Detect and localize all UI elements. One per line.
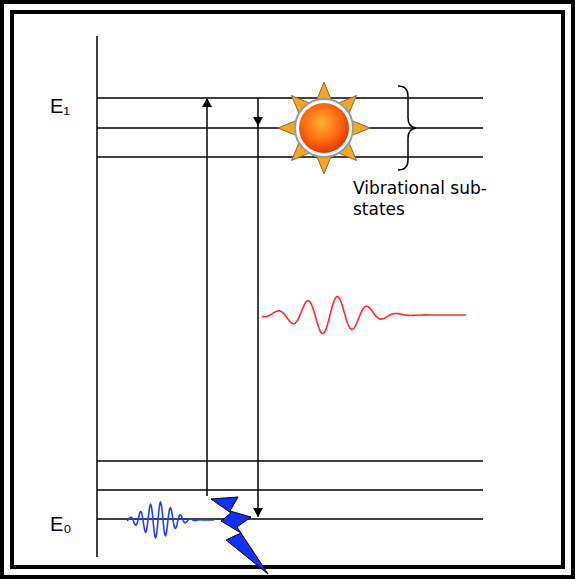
absorption-arrow xyxy=(206,99,208,496)
lightning-bolt xyxy=(211,497,268,574)
ground-levels xyxy=(97,461,483,519)
bracket xyxy=(398,86,416,170)
absorbed-light-wave xyxy=(127,502,214,537)
vibrational-note: Vibrational sub-states xyxy=(353,178,503,221)
relaxation-arrow xyxy=(257,98,259,126)
energy-level-label: E₁ xyxy=(50,94,90,119)
inner-frame xyxy=(12,12,563,567)
energy-axis xyxy=(96,36,98,557)
energy-level-label: E₀ xyxy=(50,512,90,537)
emission-arrow xyxy=(257,126,259,517)
emitted-light-wave xyxy=(262,297,466,334)
sun-symbol xyxy=(278,82,370,174)
sun-rim xyxy=(295,99,353,157)
sun-disc xyxy=(299,103,349,153)
excited-levels xyxy=(97,98,483,157)
